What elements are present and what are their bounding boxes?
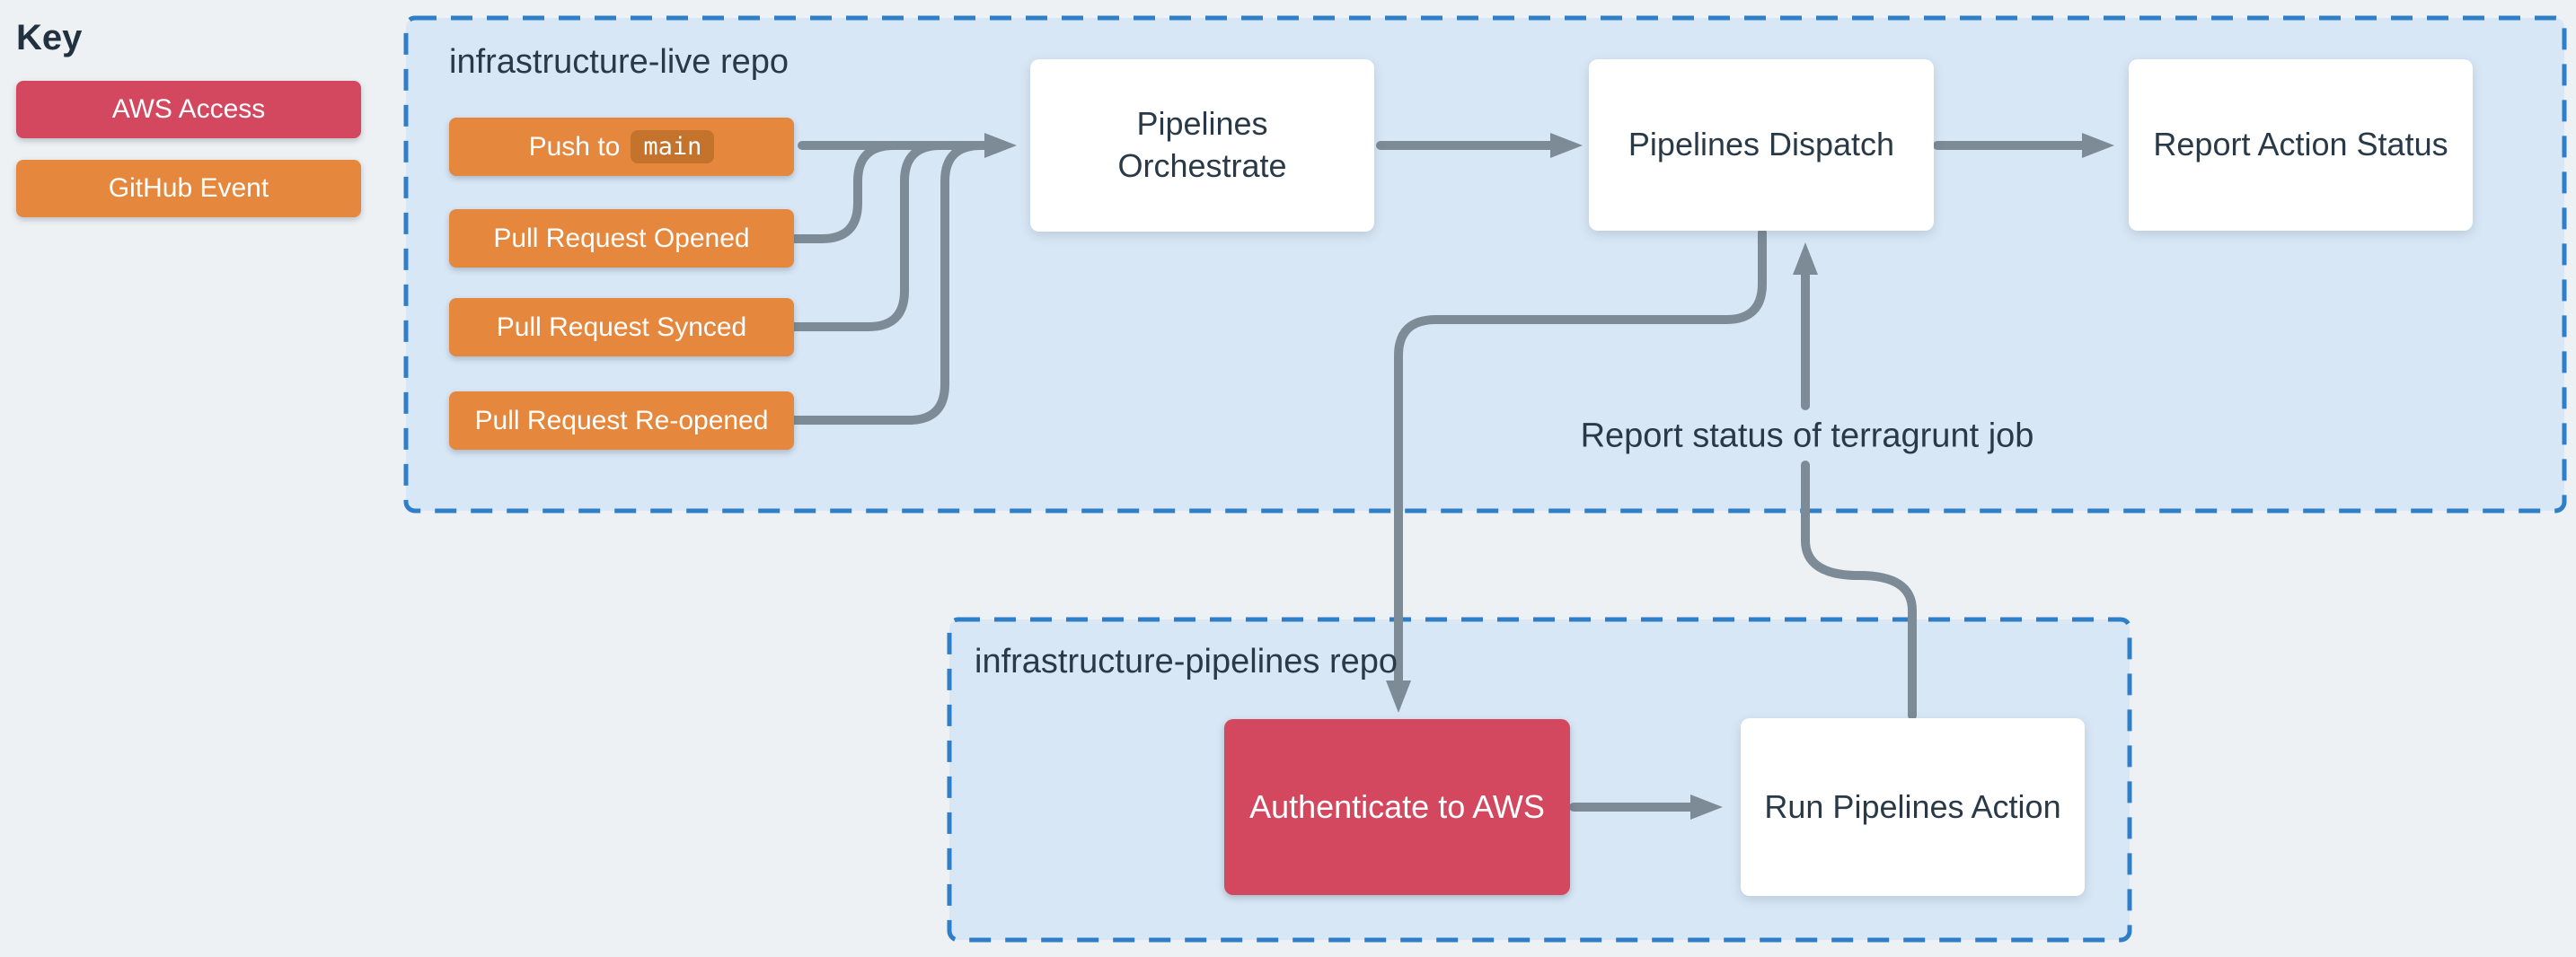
- node-run-pipelines-action: Run Pipelines Action: [1741, 718, 2085, 896]
- edge-dispatch-to-authenticate: [1386, 228, 1767, 713]
- edge-pr-reopened-merge: [790, 141, 985, 425]
- node-pipelines-dispatch: Pipelines Dispatch: [1589, 59, 1934, 231]
- node-pull-request-reopened-label: Pull Request Re-opened: [474, 405, 769, 435]
- node-pull-request-opened: Pull Request Opened: [449, 209, 794, 268]
- edge-pr-synced-merge: [790, 141, 945, 331]
- node-pull-request-synced: Pull Request Synced: [449, 298, 794, 356]
- node-pull-request-synced-label: Pull Request Synced: [496, 312, 747, 342]
- group-label-infrastructure-pipelines: infrastructure-pipelines repo: [975, 643, 1398, 680]
- terragrunt-status-annotation: Report status of terragrunt job: [1580, 417, 2034, 455]
- legend-github-event-label: GitHub Event: [108, 173, 269, 203]
- edge-pr-opened-merge: [790, 141, 898, 243]
- node-authenticate-to-aws: Authenticate to AWS: [1224, 719, 1570, 895]
- node-pull-request-opened-label: Pull Request Opened: [493, 223, 750, 253]
- legend-github-event: GitHub Event: [16, 160, 361, 217]
- legend-aws-access: AWS Access: [16, 81, 361, 138]
- legend-title: Key: [16, 18, 83, 57]
- legend-aws-access-label: AWS Access: [111, 94, 266, 124]
- node-push-to-main: Push to main: [449, 118, 794, 176]
- node-report-action-status: Report Action Status: [2129, 59, 2473, 231]
- main-branch-code-chip: main: [631, 130, 715, 163]
- edge-run-to-dispatch-lower: [1801, 461, 1917, 720]
- node-pipelines-orchestrate: Pipelines Orchestrate: [1030, 59, 1374, 232]
- group-label-infrastructure-live: infrastructure-live repo: [449, 43, 790, 81]
- node-pull-request-reopened: Pull Request Re-opened: [449, 391, 794, 450]
- node-push-to-main-label: Push to: [528, 131, 621, 162]
